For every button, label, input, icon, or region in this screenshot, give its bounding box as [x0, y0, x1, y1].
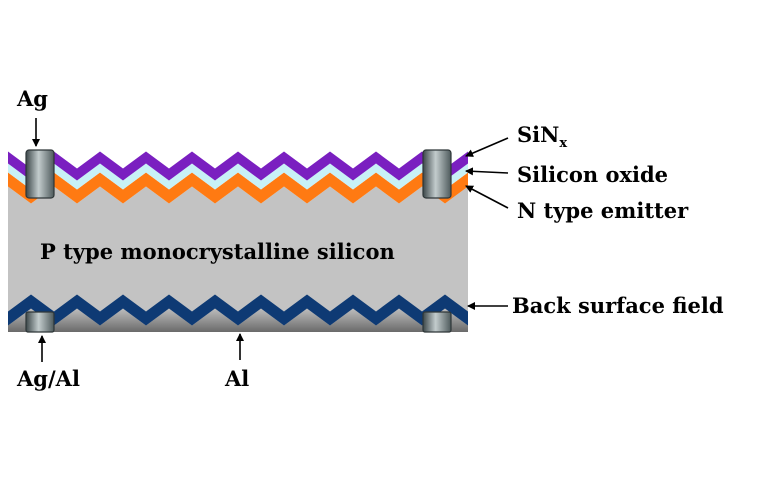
arrow-n-type-emitter	[465, 185, 509, 209]
aluminium-back-layer	[8, 308, 468, 332]
n-type-emitter-layer	[8, 172, 468, 204]
front-ag-contact-left	[25, 149, 55, 199]
sinx-layer	[8, 151, 468, 181]
label-ag-top: Ag	[16, 86, 48, 111]
label-ag-al: Ag/Al	[16, 366, 80, 391]
label-n-type-emitter: N type emitter	[517, 198, 689, 223]
label-p-type-silicon: P type monocrystalline silicon	[40, 239, 395, 264]
label-sinx: SiNx	[517, 122, 567, 151]
label-silicon-oxide: Silicon oxide	[517, 162, 668, 187]
back-surface-field-layer	[8, 294, 468, 326]
arrow-silicon-oxide	[465, 167, 509, 176]
front-ag-contact-right	[422, 149, 452, 199]
arrow-sinx	[465, 137, 509, 157]
silicon-oxide-layer	[8, 163, 468, 190]
label-al: Al	[224, 366, 249, 391]
label-sinx-subscript: x	[559, 136, 567, 151]
label-back-surface-field: Back surface field	[512, 293, 724, 318]
back-ag-al-contact-right	[422, 311, 452, 333]
back-ag-al-contact-left	[25, 311, 55, 333]
